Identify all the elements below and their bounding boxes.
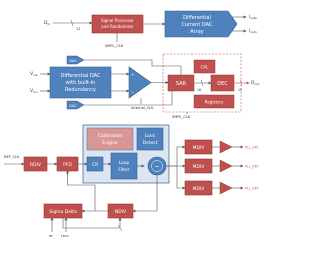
cal-label: CAL	[201, 65, 210, 70]
sd-to-ndiv-wire	[62, 217, 122, 229]
ioutp-label: Ioutp	[249, 14, 257, 20]
sar-bus-width: 16	[197, 88, 201, 92]
vinp-label: Vinp	[30, 71, 38, 77]
dac-small-bottom-block	[66, 100, 85, 110]
sigma-delta-label: Sigma Delta	[49, 209, 77, 215]
ref-clk-label: REF_CLK	[4, 155, 20, 159]
comparator-minus: −	[131, 90, 134, 95]
vco-to-mdiv3-wire	[176, 166, 186, 190]
top-dac-section: Din 12 Signal Processor and Randomizer S…	[44, 10, 257, 48]
sd-bus-slash	[117, 224, 123, 232]
mdiv-label-1: MDIV	[193, 145, 206, 151]
output-buffer-1	[219, 140, 233, 154]
current-dac-label-3: Array	[190, 29, 204, 35]
vco-to-ndiv-wire	[132, 175, 158, 213]
dac-small-top-label: DAC	[69, 59, 77, 63]
differential-dac-label-2: with built-in	[66, 80, 96, 86]
pll-op1-label: PLL_OP1	[245, 146, 259, 150]
signal-processor-label-2: and Randomizer	[101, 24, 134, 29]
rdiv-label: RDIV	[30, 162, 42, 168]
pll-op3-label: PLL_OP3	[245, 187, 259, 191]
ndiv-label: NDIV	[115, 209, 127, 215]
smpl-clk-label-top: SMPL_CLK	[105, 44, 124, 48]
block-diagram: Din 12 Signal Processor and Randomizer S…	[4, 10, 260, 238]
loop-filter-label-1: Loop	[119, 160, 130, 166]
dec-label: DEC	[217, 81, 228, 87]
vco-symbol: ~	[154, 164, 159, 171]
charge-pump-label: CP	[92, 162, 98, 168]
internal-clk-label: Internal_CLK	[131, 106, 154, 110]
loop-filter-label-2: Filter	[118, 167, 129, 173]
loop-filter-block	[110, 152, 138, 180]
cal-block	[193, 59, 216, 74]
comparator-plus: +	[131, 72, 134, 77]
lock-detect-label-1: Lock	[145, 133, 156, 139]
calibration-engine-block	[86, 127, 134, 151]
pll-section: Calibration Engine Lock Detect CP Loop F…	[4, 124, 259, 238]
ioutn-label: Ioutn	[249, 28, 257, 34]
nf-label: NF	[49, 234, 53, 238]
registers-block	[193, 94, 235, 109]
signal-processor-label-1: Signal Processor	[101, 18, 134, 23]
mdiv-label-2: MDIV	[193, 164, 206, 170]
sar-bus-slash	[200, 79, 204, 87]
differential-dac-label-1: Differential DAC	[61, 73, 101, 79]
dout-bus-slash	[239, 79, 243, 87]
din-bus-width: 12	[76, 27, 80, 31]
dac-small-bottom-label: DAC	[69, 104, 77, 108]
dout-bus-width: 12	[238, 88, 242, 92]
smpl-clk-label-adc: SMPL_CLK	[172, 115, 191, 119]
pll-op2-label: PLL_OP2	[245, 165, 259, 169]
mdiv-label-3: MDIV	[193, 186, 206, 192]
ndiv-to-pfd-wire	[66, 170, 96, 211]
lock-detect-label-2: Detect	[142, 140, 157, 146]
output-buffer-3	[219, 181, 233, 195]
pfd-label: PFD	[63, 162, 72, 168]
vinn-label: Vinn	[30, 88, 38, 94]
comparator-block	[128, 66, 152, 99]
sar-feedback-wire-top	[84, 59, 182, 75]
calibration-label-1: Calibration	[98, 133, 123, 139]
sar-label: SAR	[176, 81, 187, 87]
current-dac-label-1: Differential	[183, 15, 211, 21]
calibration-label-2: Engine	[102, 140, 118, 146]
current-dac-label-2: Current DAC	[182, 22, 213, 28]
dac-small-top-block	[66, 55, 85, 65]
lock-detect-block	[136, 127, 164, 151]
output-buffer-2	[219, 159, 233, 173]
differential-dac-label-3: Redundancy	[65, 87, 96, 93]
registers-label: Registers	[205, 100, 224, 105]
vco-inner-ring	[151, 160, 163, 172]
frac-label: FRAC	[61, 234, 69, 238]
differential-dac-block	[49, 66, 112, 99]
current-dac-array-block	[164, 10, 238, 38]
dout-label: Dout	[251, 80, 260, 86]
din-label: Din	[44, 20, 50, 26]
sar-adc-section: Vinp Vinn DAC Differential DAC with buil…	[30, 53, 260, 119]
sar-feedback-wire-bottom	[84, 91, 173, 106]
din-bus-slash	[70, 19, 74, 27]
